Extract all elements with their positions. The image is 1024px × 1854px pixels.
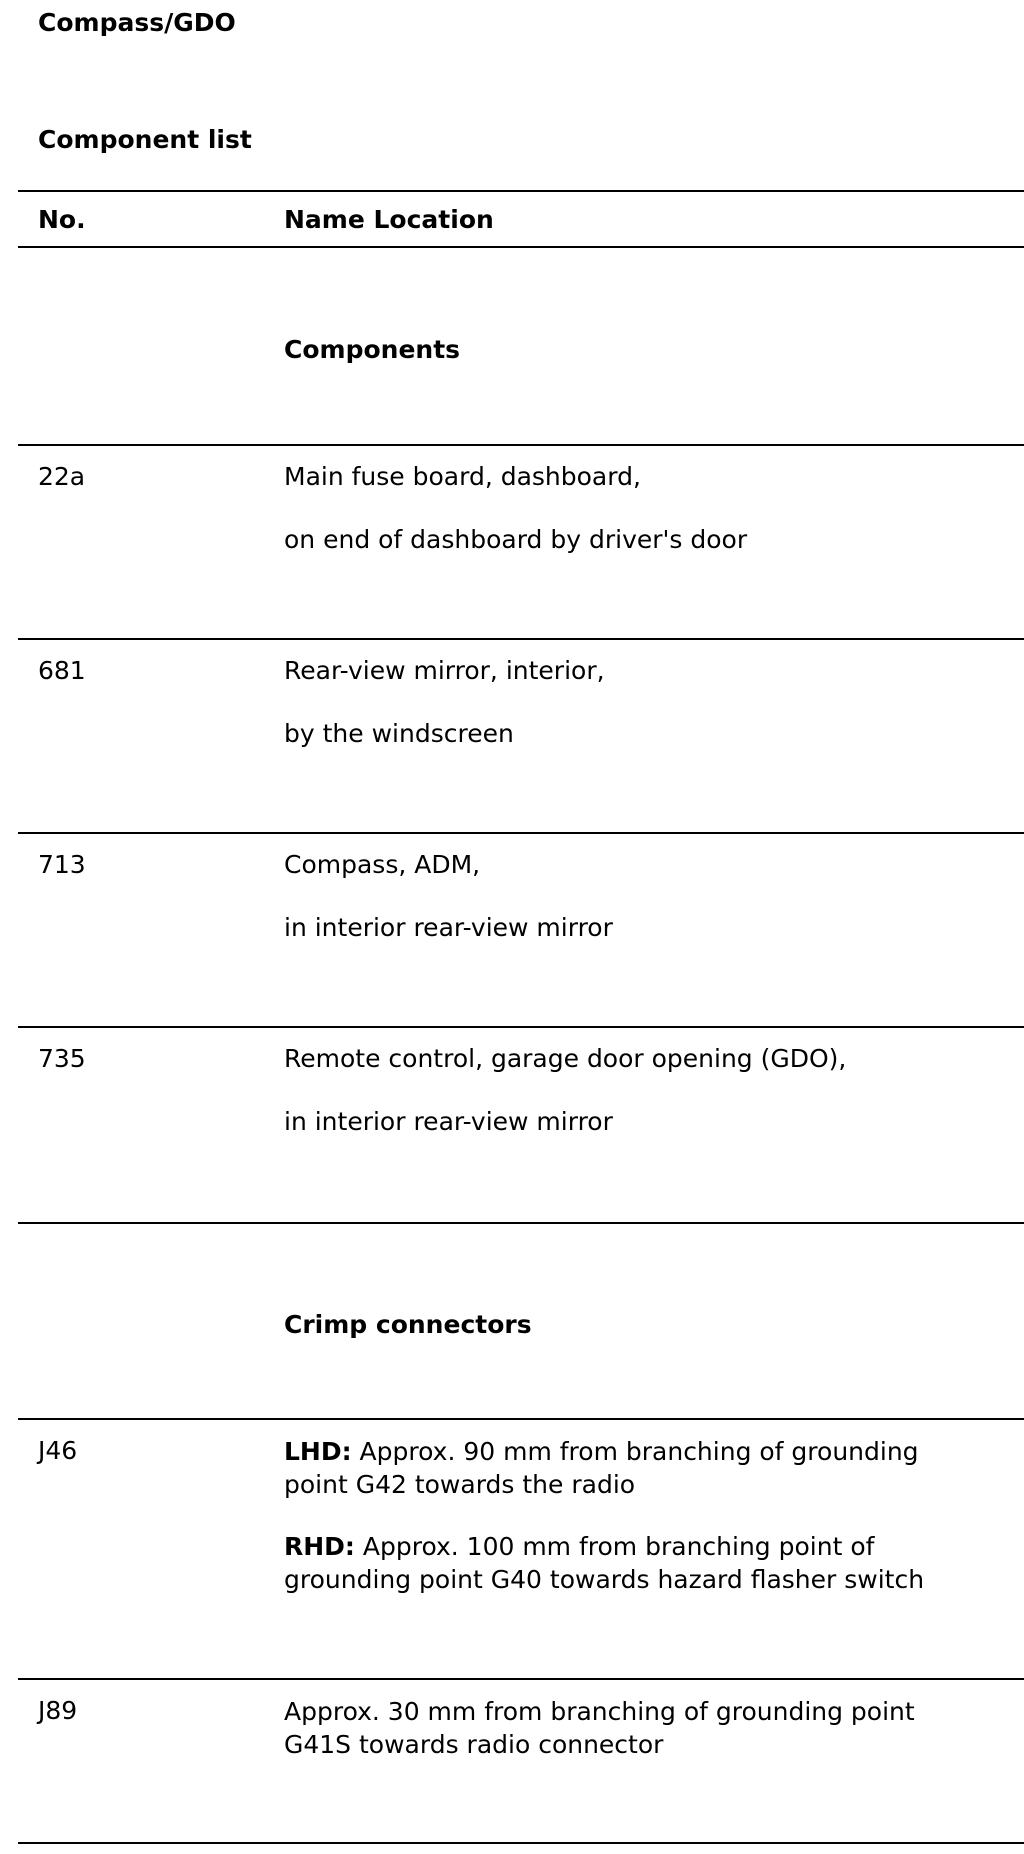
row-name: Rear-view mirror, interior, <box>284 656 605 685</box>
row-no: 681 <box>38 656 86 685</box>
row-no: 735 <box>38 1044 86 1073</box>
row-text-line1: Approx. 30 mm from branching of groundin… <box>284 1697 915 1726</box>
header-name-location: Name Location <box>284 205 494 234</box>
rhd-tag: RHD: <box>284 1532 355 1561</box>
row-rule <box>18 1222 1024 1224</box>
row-name-location: LHD: Approx. 90 mm from branching of gro… <box>284 1436 1024 1596</box>
rhd-text-line1: Approx. 100 mm from branching point of <box>354 1532 875 1561</box>
row-rule <box>18 832 1024 834</box>
row-name: Compass, ADM, <box>284 850 481 879</box>
row-text-line2: G41S towards radio connector <box>284 1729 664 1759</box>
table-top-rule <box>18 190 1024 192</box>
lhd-text-line2: point G42 towards the radio <box>284 1469 636 1499</box>
row-name: Remote control, garage door opening (GDO… <box>284 1044 847 1073</box>
row-location: by the windscreen <box>284 719 514 748</box>
row-rule <box>18 1026 1024 1028</box>
group-label-crimp-connectors: Crimp connectors <box>284 1310 532 1339</box>
group-label-components: Components <box>284 335 461 364</box>
row-location: in interior rear-view mirror <box>284 913 613 942</box>
row-rule <box>18 1678 1024 1680</box>
row-name-location: Remote control, garage door opening (GDO… <box>284 1044 1024 1136</box>
row-location: on end of dashboard by driver's door <box>284 525 748 554</box>
rhd-description: RHD: Approx. 100 mm from branching point… <box>284 1531 1024 1596</box>
row-no: J46 <box>38 1436 78 1465</box>
row-rule <box>18 638 1024 640</box>
document-title: Compass/GDO <box>38 8 236 37</box>
row-name-location: Main fuse board, dashboard, on end of da… <box>284 462 1024 554</box>
row-name: Main fuse board, dashboard, <box>284 462 641 491</box>
table-bottom-rule <box>18 1842 1024 1844</box>
row-no: 713 <box>38 850 86 879</box>
row-no: 22a <box>38 462 86 491</box>
header-bottom-rule <box>18 246 1024 248</box>
section-title: Component list <box>38 125 252 154</box>
row-location: in interior rear-view mirror <box>284 1107 613 1136</box>
row-name-location: Approx. 30 mm from branching of groundin… <box>284 1696 1024 1761</box>
row-rule <box>18 1418 1024 1420</box>
lhd-tag: LHD: <box>284 1437 352 1466</box>
row-name-location: Rear-view mirror, interior, by the winds… <box>284 656 1024 748</box>
lhd-description: LHD: Approx. 90 mm from branching of gro… <box>284 1436 1024 1501</box>
rhd-text-line2: grounding point G40 towards hazard flash… <box>284 1564 925 1594</box>
row-no: J89 <box>38 1696 78 1725</box>
row-rule <box>18 444 1024 446</box>
lhd-text-line1: Approx. 90 mm from branching of groundin… <box>351 1437 919 1466</box>
header-no: No. <box>38 205 86 234</box>
row-name-location: Compass, ADM, in interior rear-view mirr… <box>284 850 1024 942</box>
